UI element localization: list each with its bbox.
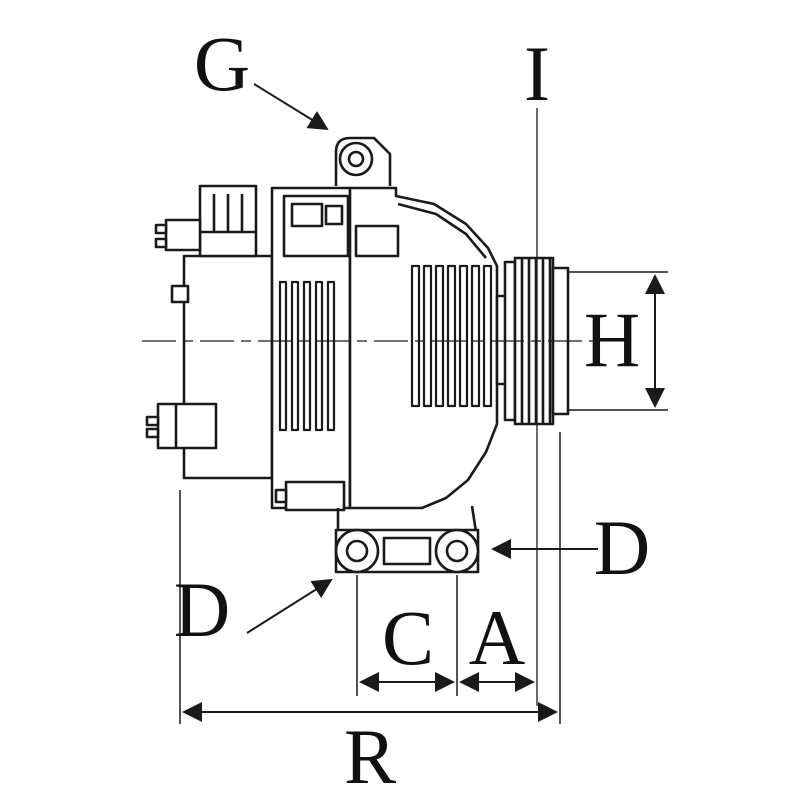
dimension-labels: G I H D D C A R [174, 20, 650, 800]
stator-fins-middle [278, 280, 336, 432]
stator-section [270, 186, 352, 512]
mounting-feet [334, 505, 480, 574]
label-r: R [344, 713, 396, 800]
top-mount-lug [334, 136, 392, 186]
label-h: H [584, 296, 640, 383]
lug-base [354, 224, 400, 258]
leader-g [253, 83, 329, 131]
label-a: A [469, 594, 525, 681]
foot-hole-left [345, 539, 369, 563]
bottom-ledge [284, 480, 346, 512]
front-fins [410, 264, 493, 408]
foot-hole-right [445, 539, 469, 563]
rear-tab [170, 284, 190, 304]
label-i: I [524, 30, 550, 117]
extension-lines [179, 271, 668, 724]
label-d-left: D [174, 566, 230, 653]
dimension-lines [182, 83, 665, 722]
label-c: C [382, 594, 434, 681]
connector-upper [164, 218, 202, 252]
top-lug-hole [347, 150, 365, 168]
alternator-body [145, 136, 570, 574]
center-lines [142, 108, 600, 706]
connector-lower [156, 402, 218, 450]
leader-d-left [246, 578, 333, 634]
label-g: G [194, 20, 250, 107]
rear-housing [145, 184, 274, 480]
label-d-right: D [594, 504, 650, 591]
